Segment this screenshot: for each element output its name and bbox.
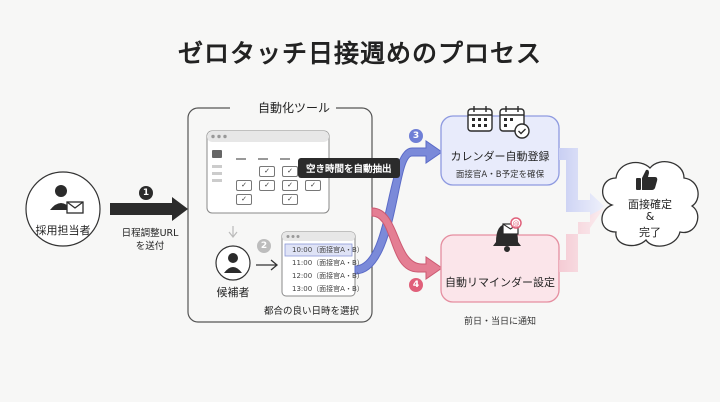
candidate-arrow [256,259,279,271]
time-slot-option[interactable]: 13:00（面接官A・B） [292,285,364,293]
step1-arrow [110,197,188,221]
slot-checkbox[interactable]: ✓ [236,194,252,205]
slot-checkbox[interactable]: ✓ [259,166,275,177]
tool-down-arrow [228,226,238,238]
step1-label-line2: を送付 [135,241,165,252]
tool-label: 自動化ツール [230,99,337,116]
step3-badge: 3 [409,129,423,143]
final-line3: 完了 [639,226,661,239]
step4-caption: 前日・当日に通知 [463,317,536,327]
candidate-label: 候補者 [216,286,250,299]
final-line1: 面接確定 [628,198,672,211]
pink-to-final-arrow [559,208,604,272]
step1-label-line1: 日程調整URL [121,228,179,239]
step1-badge: 1 [139,186,153,200]
blue-to-final-arrow [559,148,604,219]
auto-extract-tooltip: 空き時間を自動抽出 [298,158,400,178]
step3-title: カレンダー自動登録 [450,150,550,163]
final-cloud [601,161,699,247]
step3-subtitle: 面接官A・B予定を確保 [455,170,545,180]
slot-checkbox[interactable]: ✓ [282,194,298,205]
time-slot-option[interactable]: 11:00（面接官A・B） [292,259,364,267]
pink-flow-arrow [371,207,443,280]
svg-text:@: @ [513,220,520,228]
time-slot-option[interactable]: 10:00（面接官A・B） [292,246,364,254]
slot-checkbox[interactable]: ✓ [305,180,321,191]
step4-badge: 4 [409,278,423,292]
step4-title: 自動リマインダー設定 [445,276,555,289]
thumbs-up-icon [636,169,658,190]
slot-checkbox[interactable]: ✓ [282,180,298,191]
bell-icon: @ [493,217,522,252]
recruiter-label: 採用担当者 [35,224,91,237]
candidate-icon [224,253,242,273]
step2-caption: 都合の良い日時を選択 [264,306,360,317]
recruiter-icon [50,185,84,214]
slot-checkbox[interactable]: ✓ [236,180,252,191]
tool-label-text: 自動化ツール [258,101,331,115]
slot-checkbox[interactable]: ✓ [259,180,275,191]
step2-badge: 2 [257,239,271,253]
page-title: ゼロタッチ日接週めのプロセス [177,39,542,68]
final-line2: & [645,210,655,223]
time-slot-option[interactable]: 12:00（面接官A・B） [292,272,364,280]
slot-checkbox[interactable]: ✓ [282,166,298,177]
